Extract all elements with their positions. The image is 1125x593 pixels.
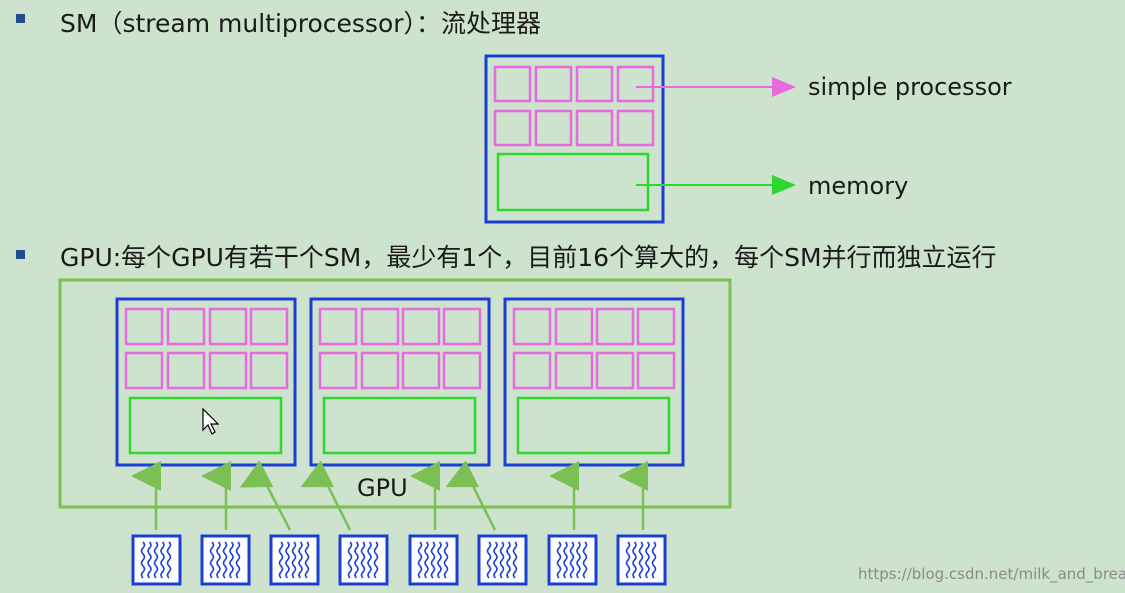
gpu-sm-3 xyxy=(503,297,685,467)
memory-label: memory xyxy=(808,172,909,200)
gpu-label: GPU xyxy=(357,474,408,502)
thread-block-icon xyxy=(408,534,459,586)
thread-block-icon xyxy=(616,534,667,586)
bullet-marker xyxy=(16,250,25,259)
sm-box xyxy=(484,54,665,224)
mouse-cursor-icon xyxy=(202,407,220,435)
sm-core-grid xyxy=(493,65,655,147)
gpu-sm-2 xyxy=(309,297,491,467)
sm-definition-text: SM（stream multiprocessor）：流处理器 xyxy=(60,9,542,38)
thread-block-icon xyxy=(477,534,528,586)
gpu-box xyxy=(58,278,732,509)
gpu-sm-1 xyxy=(115,297,297,467)
thread-block-icon xyxy=(338,534,389,586)
gpu-definition-text: GPU:每个GPU有若干个SM，最少有1个，目前16个算大的，每个SM并行而独立… xyxy=(60,243,997,272)
simple-processor-label: simple processor xyxy=(808,73,1012,101)
thread-block-icon xyxy=(547,534,598,586)
watermark: https://blog.csdn.net/milk_and_bread xyxy=(858,565,1125,583)
bullet-marker xyxy=(16,14,25,23)
thread-block-icon xyxy=(131,534,182,586)
thread-blocks xyxy=(131,534,667,586)
thread-block-icon xyxy=(269,534,320,586)
thread-arrows xyxy=(131,460,648,531)
sm-memory-box xyxy=(496,152,650,212)
thread-block-icon xyxy=(200,534,251,586)
